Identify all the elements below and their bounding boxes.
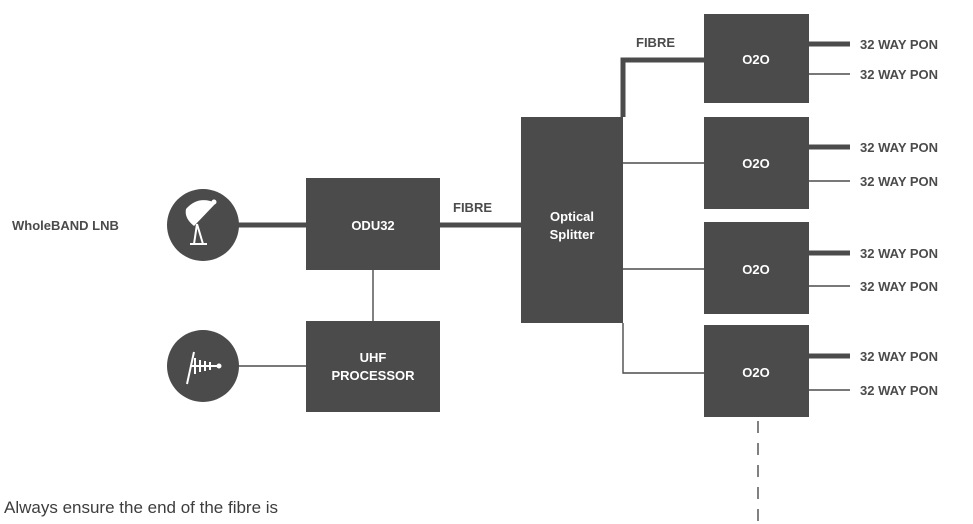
odu32-label: ODU32 [351,218,394,233]
uhf-label-line1: UHF [360,350,387,365]
fibre-note-text: Always ensure the end of the fibre is [4,498,279,517]
satellite-dish-icon [167,189,239,261]
o2o-1-label: O2O [742,52,769,67]
splitter-to-o2o-4-link [622,323,704,374]
splitter-label-line1: Optical [550,209,594,224]
o2o-1-output-1-label: 32 WAY PON [860,37,938,52]
lnb-label: WholeBAND LNB [12,218,119,233]
o2o-3-output-2-label: 32 WAY PON [860,279,938,294]
uhf-label-line2: PROCESSOR [331,368,415,383]
splitter-label-line2: Splitter [550,227,595,242]
o2o-2-output-2-label: 32 WAY PON [860,174,938,189]
odu32-box: ODU32 [306,178,440,270]
optical-splitter-box: Optical Splitter [521,117,623,323]
o2o-3-label: O2O [742,262,769,277]
o2o-2-output-1-label: 32 WAY PON [860,140,938,155]
o2o-2-label: O2O [742,156,769,171]
o2o-4-label: O2O [742,365,769,380]
o2o-4-output-2-label: 32 WAY PON [860,383,938,398]
o2o-box-2: O2O [704,117,809,209]
uhf-processor-box: UHF PROCESSOR [306,321,440,412]
fibre-label-main: FIBRE [453,200,492,215]
o2o-4-output-1-label: 32 WAY PON [860,349,938,364]
uhf-antenna-icon [167,330,239,402]
o2o-3-output-1-label: 32 WAY PON [860,246,938,261]
splitter-to-o2o-1-fibre [620,57,704,117]
o2o-1-output-2-label: 32 WAY PON [860,67,938,82]
o2o-box-3: O2O [704,222,809,314]
o2o-box-4: O2O [704,325,809,417]
o2o-box-1: O2O [704,14,809,103]
fibre-label-top: FIBRE [636,35,675,50]
